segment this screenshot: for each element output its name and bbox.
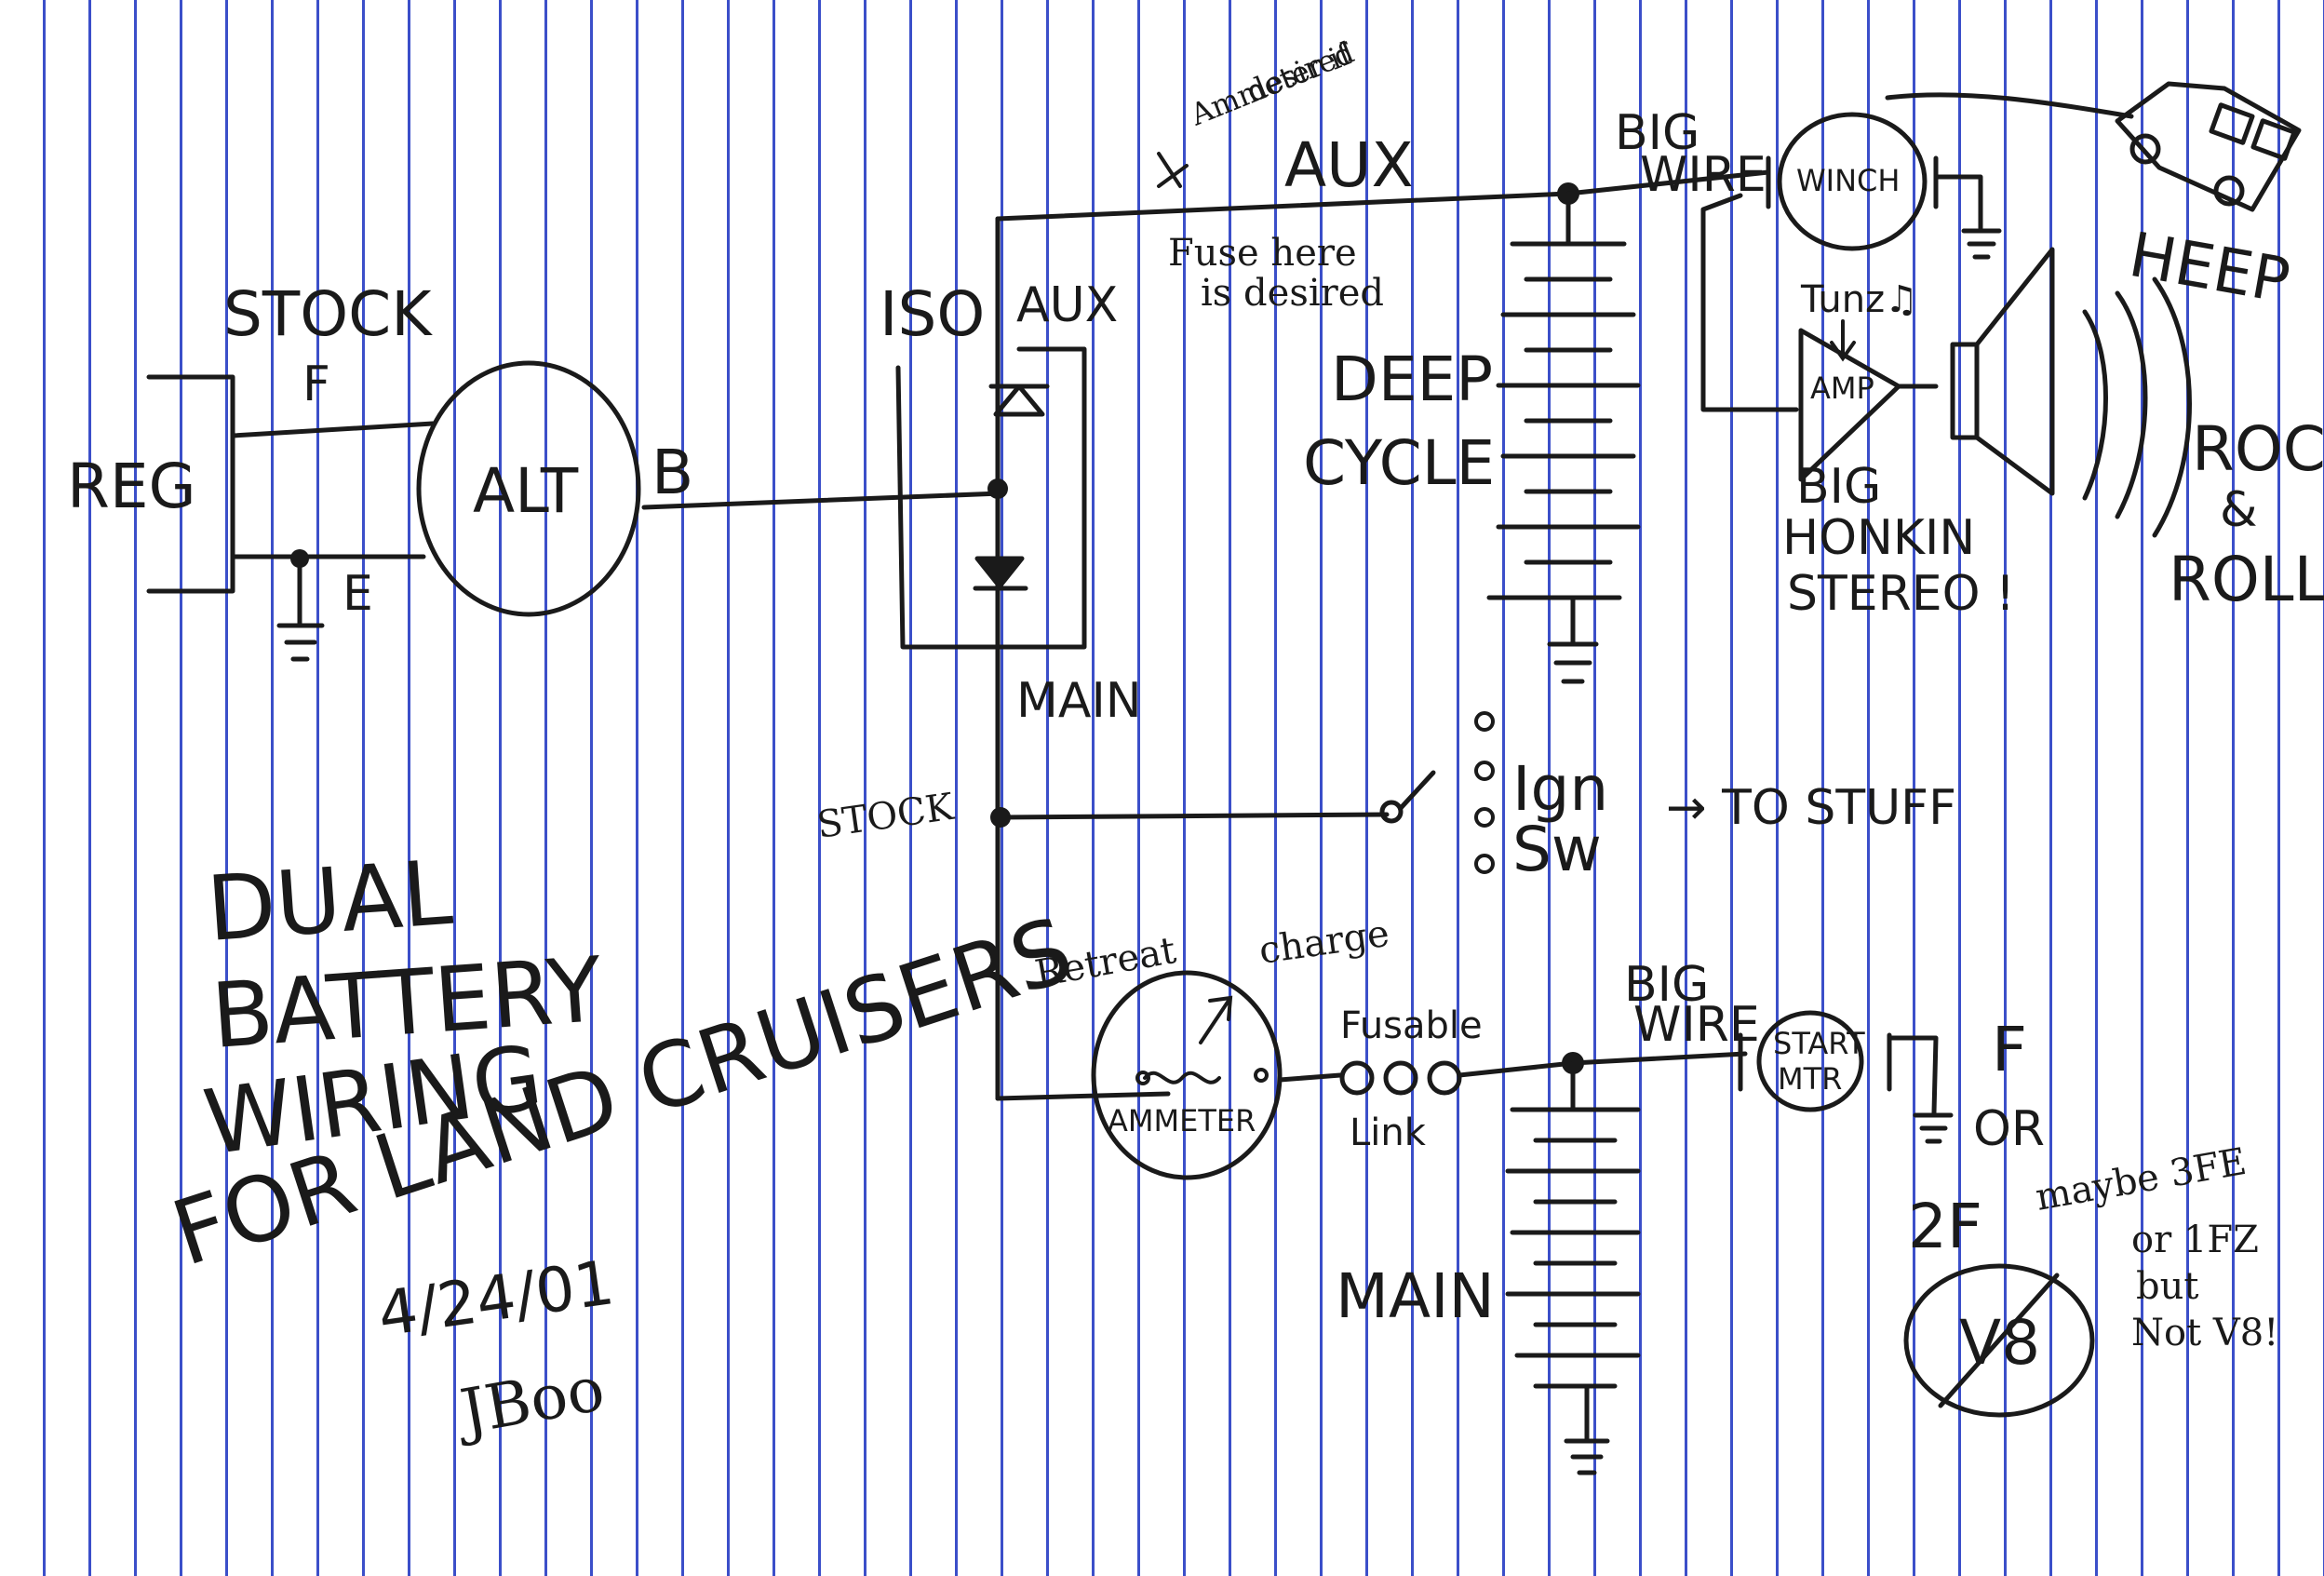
winch-section: BIG WIRE WINCH HEEP bbox=[1615, 81, 2302, 317]
ign-label: Ign bbox=[1512, 753, 1608, 825]
big-wire-top-1: BIG bbox=[1615, 105, 1699, 161]
maybe-2: or 1FZ bbox=[2131, 1219, 2259, 1261]
title-block: DUAL BATTERY WIRING FOR LAND CRUISERS 4/… bbox=[160, 841, 1083, 1449]
stereo-section: Tunz♫ AMP BIG HONKIN STEREO ! ROCK & ROL… bbox=[1700, 193, 2324, 622]
big-honkin-1: BIG bbox=[1796, 459, 1881, 515]
start-mtr-2: MTR bbox=[1778, 1061, 1842, 1097]
iso-aux-label: AUX bbox=[1016, 277, 1118, 333]
to-stuff-label: → TO STUFF bbox=[1666, 780, 1956, 836]
main-battery: MAIN bbox=[1336, 1052, 1641, 1475]
tunz-label: Tunz♫ bbox=[1800, 278, 1918, 321]
two-f-label: 2F bbox=[1908, 1191, 1982, 1262]
fuse-note-2: is desired bbox=[1201, 272, 1384, 315]
start-mtr-1: START bbox=[1773, 1026, 1865, 1061]
date-label: 4/24/01 bbox=[374, 1246, 619, 1351]
main-battery-label: MAIN bbox=[1336, 1260, 1495, 1332]
iso-main-label: MAIN bbox=[1016, 673, 1142, 729]
fuse-note-1: Fuse here bbox=[1168, 232, 1357, 275]
deep-label: DEEP bbox=[1331, 343, 1493, 415]
f-terminal-label: F bbox=[302, 357, 330, 412]
jeep-sketch bbox=[2115, 81, 2302, 212]
rock-label-2: & bbox=[2220, 482, 2258, 538]
big-honkin-2: HONKIN bbox=[1782, 510, 1975, 566]
ammeter-arrow bbox=[1157, 152, 1189, 188]
ammeter-note-2: desired bbox=[1242, 34, 1359, 109]
starter-section: BIG WIRE START MTR F OR 2F maybe 3FE or … bbox=[1570, 957, 2278, 1418]
big-honkin-3: STEREO ! bbox=[1787, 566, 2015, 622]
maybe-3: but bbox=[2136, 1265, 2198, 1308]
f-right-label: F bbox=[1992, 1014, 2027, 1085]
rock-label-1: ROCK bbox=[2192, 413, 2324, 485]
ground-symbol-winch bbox=[1961, 228, 2002, 260]
winch-label: WINCH bbox=[1796, 163, 1900, 198]
heep-label: HEEP bbox=[2124, 219, 2295, 317]
iso-label: ISO bbox=[880, 278, 985, 350]
b-terminal-label: B bbox=[652, 437, 693, 508]
ground-symbol-main bbox=[1564, 1438, 1610, 1475]
stock-label-mid: STOCK bbox=[814, 786, 957, 847]
isolator: ISO AUX MAIN bbox=[880, 216, 1142, 1101]
alternator: ALT B bbox=[416, 360, 1003, 617]
ground-symbol-deep bbox=[1547, 641, 1599, 684]
link-label: Link bbox=[1350, 1111, 1427, 1154]
rock-label-3: ROLL bbox=[2169, 544, 2324, 615]
ignition-section: Ign Sw → TO STUFF STOCK bbox=[814, 711, 1956, 885]
v8-strike bbox=[1938, 1273, 2060, 1408]
fusable-label: Fusable bbox=[1340, 1004, 1483, 1047]
ammeter-section: AMMETER Retreat charge Fusable Link bbox=[995, 912, 1576, 1180]
regulator: REG bbox=[67, 374, 235, 594]
cycle-label: CYCLE bbox=[1303, 427, 1495, 499]
title-dual: DUAL bbox=[204, 841, 456, 962]
maybe-1: maybe 3FE bbox=[2033, 1140, 2250, 1219]
big-wire-bot-1: BIG bbox=[1624, 957, 1709, 1013]
amp-label: AMP bbox=[1810, 370, 1874, 406]
ground-symbol-starter bbox=[1913, 1112, 1954, 1144]
big-wire-top-2: WIRE bbox=[1640, 147, 1767, 203]
signature: JBoo bbox=[450, 1353, 609, 1449]
ammeter-label: AMMETER bbox=[1108, 1103, 1256, 1138]
deep-cycle-battery: DEEP CYCLE bbox=[1303, 191, 1641, 684]
maybe-4: Not V8! bbox=[2131, 1312, 2278, 1354]
reg-label: REG bbox=[67, 451, 196, 522]
sw-label: Sw bbox=[1512, 814, 1602, 885]
charge-label: charge bbox=[1256, 912, 1391, 973]
reg-alt-wires: F E STOCK bbox=[223, 278, 436, 662]
e-terminal-label: E bbox=[343, 566, 373, 622]
alt-label: ALT bbox=[473, 455, 579, 527]
or-label: OR bbox=[1973, 1101, 2045, 1157]
aux-bus-label: AUX bbox=[1284, 129, 1414, 201]
ground-symbol-alt bbox=[276, 623, 325, 662]
stock-label-top: STOCK bbox=[223, 278, 433, 350]
